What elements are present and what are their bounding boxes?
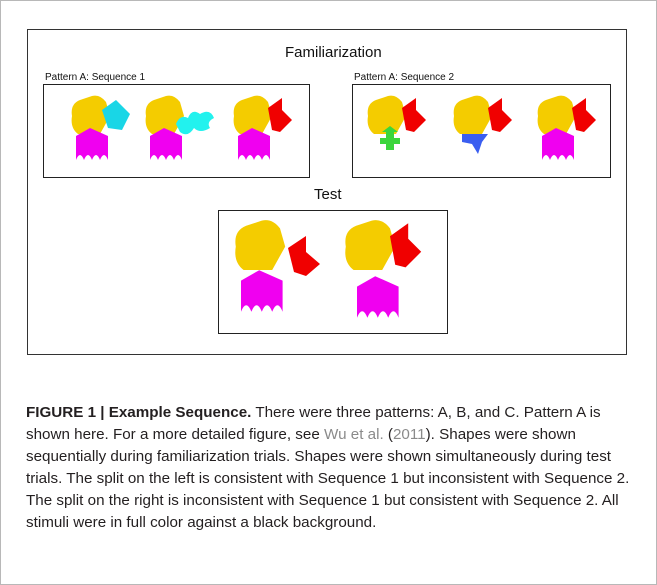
green-cross-shape	[380, 126, 400, 150]
citation-close: ).	[425, 426, 435, 443]
red-chevron-shape	[402, 98, 426, 132]
yellow-hexagon-shape	[235, 220, 286, 270]
seq2-stimulus-1	[367, 95, 426, 150]
test-heading: Test	[314, 186, 342, 203]
sequence2-label: Pattern A: Sequence 2	[354, 72, 455, 83]
yellow-hexagon-shape	[367, 95, 406, 134]
yellow-hexagon-shape	[71, 95, 110, 134]
figure-panel: Familiarization Pattern A: Sequence 1 Pa…	[27, 29, 627, 355]
magenta-house-shape	[150, 128, 182, 160]
caption-label: FIGURE 1 | Example Sequence.	[26, 404, 252, 421]
red-chevron-shape	[572, 98, 596, 132]
sequence1-label: Pattern A: Sequence 1	[45, 72, 146, 83]
seq1-stimulus-1	[71, 95, 130, 160]
cyan-pentagon-shape	[102, 100, 130, 130]
yellow-hexagon-shape	[233, 95, 272, 134]
magenta-house-shape	[238, 128, 270, 160]
citation-open: (	[383, 426, 393, 443]
yellow-hexagon-shape	[145, 95, 184, 134]
seq1-stimulus-3	[233, 95, 292, 160]
test-stimulus-left	[235, 220, 320, 312]
figure-caption: FIGURE 1 | Example Sequence. There were …	[26, 402, 632, 534]
red-chevron-shape	[268, 98, 292, 132]
magenta-house-shape	[542, 128, 574, 160]
seq2-stimulus-3	[537, 95, 596, 160]
citation-year-link[interactable]: 2011	[392, 426, 426, 443]
magenta-house-shape	[76, 128, 108, 160]
yellow-hexagon-shape	[537, 95, 576, 134]
seq1-stimulus-2	[145, 95, 214, 160]
familiarization-heading: Familiarization	[285, 44, 382, 61]
aqua-blob-shape	[176, 111, 214, 135]
red-chevron-shape	[288, 236, 320, 276]
magenta-house-shape	[241, 270, 283, 312]
red-chevron-shape	[488, 98, 512, 132]
blue-star-shape	[462, 134, 488, 154]
yellow-hexagon-shape	[453, 95, 492, 134]
caption-text-2: Shapes were shown sequentially during fa…	[26, 426, 630, 531]
yellow-hexagon-shape	[345, 220, 396, 270]
test-stimulus-right	[345, 220, 422, 318]
red-chevron-shape	[390, 223, 422, 268]
citation-author-link[interactable]: Wu et al.	[324, 426, 384, 443]
seq2-stimulus-2	[453, 95, 512, 154]
magenta-house-shape	[357, 276, 399, 318]
caption-text-1: There were three patterns: A, B, and C. …	[26, 404, 601, 443]
